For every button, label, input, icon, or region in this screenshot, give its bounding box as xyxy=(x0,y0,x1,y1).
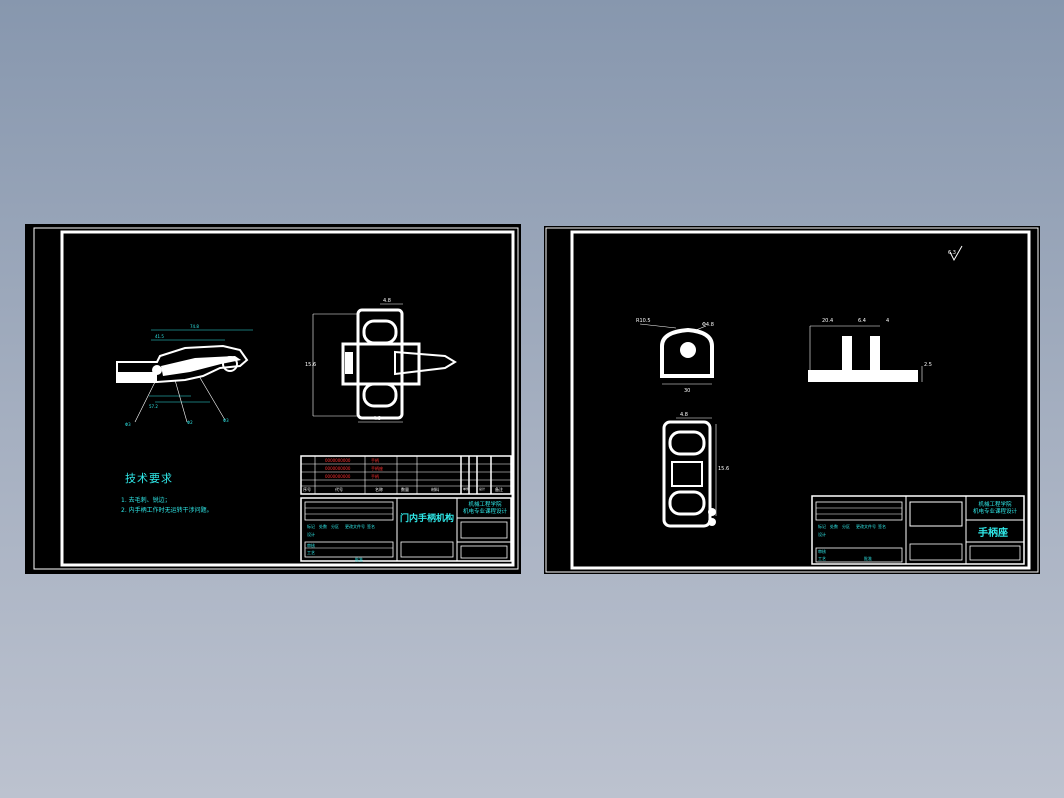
bom-table xyxy=(300,455,512,495)
base-side-view xyxy=(808,325,923,382)
roughness-mark: 6.3 xyxy=(948,250,956,256)
dim-15-6: 15.6 xyxy=(718,466,730,472)
dim-bottom-4-8: 4.8 xyxy=(373,416,381,422)
sign-label-3: 分区 xyxy=(842,524,850,529)
sign-label-3: 分区 xyxy=(331,524,339,529)
dim-4: 4 xyxy=(886,318,890,324)
sign-label-2: 处数 xyxy=(319,524,327,529)
design-label-1: 设计 xyxy=(818,532,826,537)
drawing-name: 手柄座 xyxy=(978,528,1008,539)
sign-label-2: 处数 xyxy=(830,524,838,529)
title-block xyxy=(811,495,1025,565)
bom-name-3: 手柄 xyxy=(371,474,379,479)
dim-top-4-8: 4.8 xyxy=(680,412,688,418)
design-label-3: 工艺 xyxy=(818,556,826,561)
dim-74-8: 74.8 xyxy=(190,324,199,329)
school-line-1: 机械工程学院 xyxy=(468,502,502,508)
dim-phi2: Φ2 xyxy=(187,420,193,425)
handle-front-view xyxy=(116,329,253,423)
design-label-3: 工艺 xyxy=(307,550,315,555)
sign-label-4: 更改文件号 xyxy=(345,524,365,529)
bom-header-4: 数量 xyxy=(401,487,409,492)
dim-15-6: 15.6 xyxy=(305,362,317,368)
right-sheet-graphics xyxy=(545,227,1039,573)
school-line-2: 机电专业课程设计 xyxy=(462,509,507,515)
design-label-1: 设计 xyxy=(307,532,315,537)
sign-label-5: 签名 xyxy=(878,524,886,529)
dim-phi3-a: Φ3 xyxy=(125,422,131,427)
sign-label-1: 标记 xyxy=(818,524,826,529)
bom-header-7: 总计 xyxy=(479,487,486,491)
bom-header-1: 序号 xyxy=(303,487,311,492)
school-line-1: 机械工程学院 xyxy=(978,502,1012,508)
bom-header-6: 单件 xyxy=(463,487,470,491)
bom-header-2: 代号 xyxy=(335,487,343,492)
tech-requirements-title: 技术要求 xyxy=(125,472,173,485)
bom-header-8: 备注 xyxy=(495,487,503,492)
dim-phi4-8: Φ4.8 xyxy=(702,322,714,328)
dim-phi3-b: Φ3 xyxy=(223,418,229,423)
dim-2-5: 2.5 xyxy=(924,362,932,368)
drawing-name: 门内手柄机构 xyxy=(400,514,455,524)
left-sheet-graphics xyxy=(33,227,519,570)
tech-note-1: 1. 去毛刺、锐边； xyxy=(121,497,171,504)
sign-label-5: 签名 xyxy=(367,524,375,529)
title-block xyxy=(300,497,512,562)
bom-header-5: 材料 xyxy=(431,487,439,492)
dim-41-5: 41.5 xyxy=(155,334,164,339)
dim-top-4-8: 4.8 xyxy=(383,298,391,304)
school-line-2: 机电专业课程设计 xyxy=(972,509,1017,515)
dim-57-2: 57.2 xyxy=(149,404,158,409)
design-label-2: 审核 xyxy=(818,549,826,554)
left-drawing-sheet: 技术要求 1. 去毛刺、锐边； 2. 内手柄工作时无运转干涉问题。 74.8 4… xyxy=(25,224,521,574)
bom-header-3: 名称 xyxy=(375,487,383,492)
base-top-view xyxy=(662,417,717,528)
sign-label-1: 标记 xyxy=(307,524,315,529)
dim-r10-5: R10.5 xyxy=(636,318,651,324)
design-label-2: 审核 xyxy=(307,543,315,548)
bom-name-1: 手柄 xyxy=(371,458,379,463)
bom-name-2: 手柄座 xyxy=(371,466,383,471)
design-label-4: 批准 xyxy=(355,557,363,562)
sign-label-4: 更改文件号 xyxy=(856,524,876,529)
base-front-view xyxy=(639,323,714,385)
tech-note-2: 2. 内手柄工作时无运转干涉问题。 xyxy=(121,507,213,514)
bom-code-1: 0000000000 xyxy=(325,458,351,463)
handle-top-view xyxy=(312,303,457,423)
bom-code-3: 0000000000 xyxy=(325,474,351,479)
design-label-4: 批准 xyxy=(864,556,872,561)
right-drawing-sheet: 6.3 R10.5 Φ4.8 30 4.8 20.4 4 15.6 6.4 2.… xyxy=(544,226,1040,574)
dim-6-4: 6.4 xyxy=(858,318,866,324)
bom-code-2: 0000000000 xyxy=(325,466,351,471)
dim-20-4: 20.4 xyxy=(822,318,834,324)
dim-30: 30 xyxy=(684,388,691,394)
